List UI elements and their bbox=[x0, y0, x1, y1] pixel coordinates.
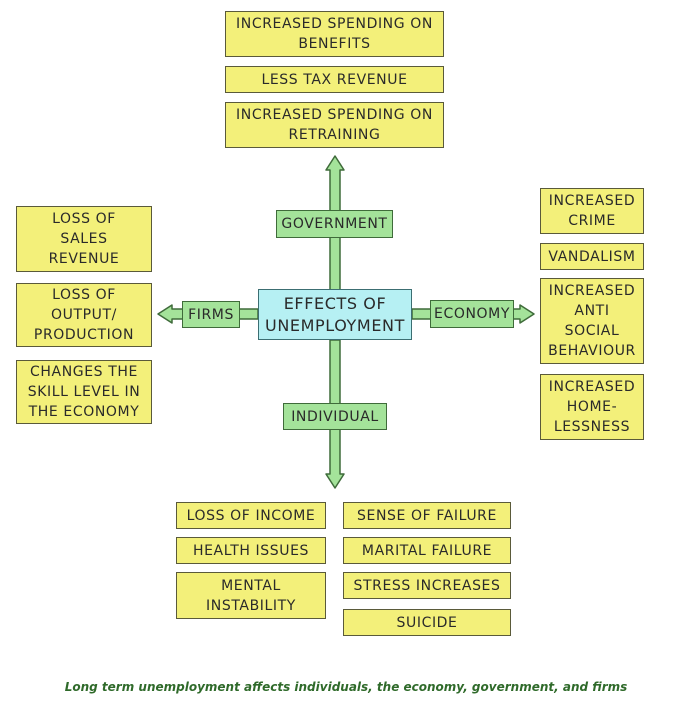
branch-government: GOVERNMENT bbox=[276, 210, 393, 238]
individual-effect-health-issues: HEALTH ISSUES bbox=[176, 537, 326, 564]
economy-effect-crime: INCREASED CRIME bbox=[540, 188, 644, 234]
economy-effect-anti-social: INCREASED ANTI SOCIAL BEHAVIOUR bbox=[540, 278, 644, 364]
government-effect-benefits: INCREASED SPENDING ON BENEFITS bbox=[225, 11, 444, 57]
economy-effect-homelessness: INCREASED HOME- LESSNESS bbox=[540, 374, 644, 440]
firms-effect-skill-level: CHANGES THE SKILL LEVEL IN THE ECONOMY bbox=[16, 360, 152, 424]
firms-effect-sales-revenue: LOSS OF SALES REVENUE bbox=[16, 206, 152, 272]
branch-economy: ECONOMY bbox=[430, 300, 514, 328]
individual-effect-suicide: SUICIDE bbox=[343, 609, 511, 636]
individual-effect-stress-increases: STRESS INCREASES bbox=[343, 572, 511, 599]
center-effects-of-unemployment: EFFECTS OF UNEMPLOYMENT bbox=[258, 289, 412, 340]
branch-individual: INDIVIDUAL bbox=[283, 403, 387, 430]
individual-effect-marital-failure: MARITAL FAILURE bbox=[343, 537, 511, 564]
government-effect-tax-revenue: LESS TAX REVENUE bbox=[225, 66, 444, 93]
individual-effect-loss-of-income: LOSS OF INCOME bbox=[176, 502, 326, 529]
individual-effect-mental-instability: MENTAL INSTABILITY bbox=[176, 572, 326, 619]
government-effect-retraining: INCREASED SPENDING ON RETRAINING bbox=[225, 102, 444, 148]
economy-effect-vandalism: VANDALISM bbox=[540, 243, 644, 270]
firms-effect-output: LOSS OF OUTPUT/ PRODUCTION bbox=[16, 283, 152, 347]
individual-effect-sense-of-failure: SENSE OF FAILURE bbox=[343, 502, 511, 529]
branch-firms: FIRMS bbox=[182, 301, 240, 328]
caption: Long term unemployment affects individua… bbox=[64, 680, 628, 694]
